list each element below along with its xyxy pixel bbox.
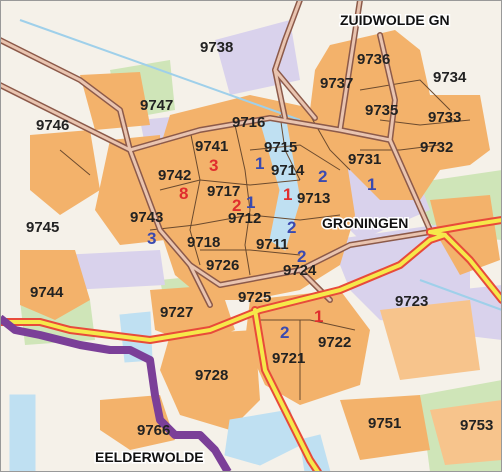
postcode-label: 9715 (264, 139, 297, 156)
postcode-label: 9711 (256, 236, 289, 253)
postcode-label: 9732 (420, 139, 453, 156)
place-label-eelderwolde: EELDERWOLDE (95, 449, 204, 465)
count-marker: 2 (232, 196, 241, 215)
count-marker: 1 (246, 193, 255, 212)
highways (0, 216, 502, 472)
place-label-groningen: GRONINGEN (322, 215, 408, 231)
count-marker: 3 (147, 229, 156, 248)
postcode-label: 9736 (357, 51, 390, 68)
count-marker: 2 (287, 218, 296, 237)
postcode-label: 9744 (30, 284, 64, 301)
count-marker: 2 (297, 247, 306, 266)
postcode-label: 9721 (272, 350, 305, 367)
place-label-zuidwolde: ZUIDWOLDE GN (340, 12, 450, 28)
postcode-label: 9714 (271, 162, 305, 179)
urban-areas (20, 30, 500, 460)
canal (19, 19, 301, 121)
postcode-label: 9753 (460, 417, 493, 434)
postcode-label: 9734 (433, 69, 467, 86)
postcode-label: 9728 (195, 367, 228, 384)
count-marker: 1 (314, 307, 323, 326)
postcode-label: 9724 (283, 262, 317, 279)
count-marker: 2 (318, 167, 327, 186)
postcode-labels: 9738 9736 9734 9737 9747 9735 9733 9746 … (26, 39, 493, 439)
postcode-label: 9747 (140, 97, 173, 114)
postcode-label: 9737 (320, 75, 353, 92)
count-marker: 1 (367, 175, 376, 194)
count-markers: 3 1 2 1 8 1 2 1 3 2 2 1 2 (147, 154, 376, 342)
postcode-label: 9725 (238, 289, 271, 306)
postcode-label: 9742 (158, 167, 191, 184)
urban-light-areas (380, 300, 502, 465)
postcode-label: 9718 (187, 234, 220, 251)
postcode-label: 9733 (428, 109, 461, 126)
postcode-label: 9741 (195, 138, 228, 155)
postcode-label: 9751 (368, 415, 401, 432)
postcode-label: 9745 (26, 219, 59, 236)
postcode-label: 9738 (200, 39, 233, 56)
postcode-label: 9712 (228, 210, 261, 227)
main-roads (0, 0, 433, 308)
count-marker: 1 (283, 185, 292, 204)
postcode-label: 9722 (318, 334, 351, 351)
postcode-label: 9727 (160, 304, 193, 321)
count-marker: 3 (209, 156, 218, 175)
canal (419, 279, 502, 311)
postcode-label: 9716 (232, 114, 265, 131)
postcode-label: 9746 (36, 117, 69, 134)
postcode-label: 9743 (130, 209, 163, 226)
place-labels: ZUIDWOLDE GN GRONINGEN EELDERWOLDE (94, 11, 452, 467)
municipal-border (0, 314, 232, 472)
count-marker: 1 (255, 154, 264, 173)
postcode-label: 9723 (395, 293, 428, 310)
count-marker: 2 (280, 323, 289, 342)
postcode-label: 9731 (348, 151, 381, 168)
postcode-label: 9766 (137, 422, 170, 439)
postcode-label: 9713 (297, 190, 330, 207)
postcode-label: 9717 (207, 183, 240, 200)
postcode-label: 9726 (206, 257, 239, 274)
postcode-label: 9735 (365, 102, 398, 119)
count-marker: 8 (179, 184, 188, 203)
